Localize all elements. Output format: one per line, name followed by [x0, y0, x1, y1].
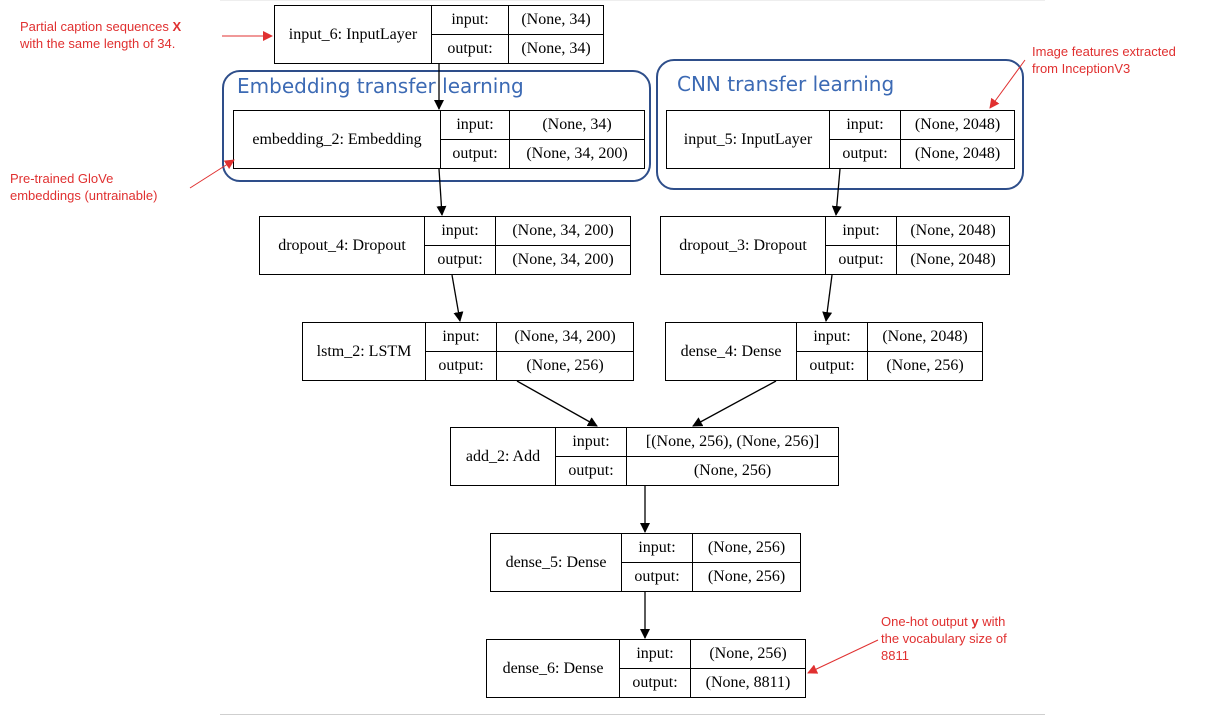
annotation-text: with — [978, 614, 1006, 629]
output-label: output: — [797, 352, 868, 380]
input-shape: (None, 34, 200) — [514, 328, 616, 345]
layer-name: dropout_4: Dropout — [260, 217, 425, 274]
edge-input5-dropout3 — [831, 168, 842, 216]
layer-node-input-5: input_5: InputLayer input: (None, 2048) o… — [666, 110, 1015, 169]
cnn-transfer-group — [656, 59, 1024, 190]
annotation-onehot-output: One-hot output y with the vocabulary siz… — [881, 613, 1007, 664]
output-shape: (None, 2048) — [914, 145, 1001, 162]
layer-name: input_5: InputLayer — [667, 111, 830, 168]
input-shape: (None, 2048) — [914, 116, 1001, 133]
input-label: input: — [426, 323, 497, 351]
layer-node-dropout-3: dropout_3: Dropout input: (None, 2048) ou… — [660, 216, 1010, 275]
layer-name: add_2: Add — [451, 428, 556, 485]
layer-node-dropout-4: dropout_4: Dropout input: (None, 34, 200)… — [259, 216, 631, 275]
input-label: input: — [622, 534, 693, 562]
input-label: input: — [441, 111, 510, 139]
annotation-caption-sequences: Partial caption sequences X with the sam… — [20, 18, 181, 52]
output-shape: (None, 34) — [521, 40, 591, 57]
input-label: input: — [826, 217, 897, 245]
annotation-text: One-hot output — [881, 614, 972, 629]
annotation-arrow-glove — [189, 159, 235, 189]
annotation-text: with the same length of 34. — [20, 36, 176, 51]
output-label: output: — [556, 457, 627, 485]
output-shape: (None, 256) — [693, 462, 772, 479]
annotation-arrow-image-features — [989, 59, 1026, 109]
layer-node-dense-6: dense_6: Dense input: (None, 256) output:… — [486, 639, 806, 698]
layer-name: input_6: InputLayer — [275, 6, 432, 63]
input-shape: [(None, 256), (None, 256)] — [645, 433, 820, 450]
annotation-text: from InceptionV3 — [1032, 61, 1131, 76]
layer-node-lstm-2: lstm_2: LSTM input: (None, 34, 200) outpu… — [302, 322, 634, 381]
annotation-text: Partial caption sequences — [20, 19, 173, 34]
output-shape: (None, 256) — [707, 568, 786, 585]
annotation-glove: Pre-trained GloVe embeddings (untrainabl… — [10, 170, 157, 204]
annotation-arrow-onehot — [807, 639, 879, 674]
edge-embedding2-dropout4 — [436, 168, 447, 216]
output-label: output: — [826, 246, 897, 274]
annotation-text: embeddings (untrainable) — [10, 188, 158, 203]
output-label: output: — [830, 140, 901, 168]
input-label: input: — [425, 217, 496, 245]
input-shape: (None, 2048) — [910, 222, 996, 239]
edge-dropout3-dense4 — [822, 274, 833, 322]
output-label: output: — [620, 669, 691, 697]
edge-dense4-add2 — [692, 380, 777, 427]
layer-node-add-2: add_2: Add input: [(None, 256), (None, 25… — [450, 427, 839, 486]
layer-node-embedding-2: embedding_2: Embedding input:(None, 34) … — [233, 110, 645, 169]
annotation-bold-y: y — [971, 614, 979, 629]
input-label: input: — [797, 323, 868, 351]
output-label: output: — [441, 140, 510, 168]
cnn-transfer-title: CNN transfer learning — [677, 72, 895, 96]
embedding-transfer-title: Embedding transfer learning — [237, 74, 524, 98]
input-shape: (None, 34, 200) — [512, 222, 614, 239]
output-shape: (None, 256) — [526, 357, 604, 374]
output-shape: (None, 34, 200) — [512, 251, 614, 268]
annotation-text: Pre-trained GloVe — [10, 171, 114, 186]
layer-node-dense-4: dense_4: Dense input: (None, 2048) output… — [665, 322, 983, 381]
layer-name: dense_4: Dense — [666, 323, 797, 380]
input-shape: (None, 256) — [709, 645, 787, 662]
layer-name: lstm_2: LSTM — [303, 323, 426, 380]
annotation-text: Image features extracted — [1032, 44, 1176, 59]
input-shape: (None, 2048) — [882, 328, 968, 345]
annotation-image-features: Image features extracted from InceptionV… — [1032, 43, 1176, 77]
input-label: input: — [432, 6, 509, 34]
layer-node-dense-5: dense_5: Dense input: (None, 256) output:… — [490, 533, 801, 592]
output-label: output: — [432, 35, 509, 63]
annotation-text: 8811 — [881, 648, 909, 663]
input-label: input: — [556, 428, 627, 456]
input-shape: (None, 34) — [542, 116, 612, 133]
output-label: output: — [622, 563, 693, 591]
output-label: output: — [425, 246, 496, 274]
annotation-bold-x: X — [172, 19, 182, 34]
layer-name: dense_6: Dense — [487, 640, 620, 697]
layer-node-input-6: input_6: InputLayer input: (None, 34) out… — [274, 5, 604, 64]
output-shape: (None, 256) — [886, 357, 964, 374]
input-shape: (None, 256) — [707, 539, 786, 556]
layer-name: dense_5: Dense — [491, 534, 622, 591]
output-shape: (None, 8811) — [705, 674, 791, 691]
edge-lstm2-add2 — [516, 380, 598, 427]
embedding-transfer-group — [222, 70, 651, 182]
layer-name: dropout_3: Dropout — [661, 217, 826, 274]
annotation-text: the vocabulary size of — [881, 631, 1007, 646]
input-label: input: — [830, 111, 901, 139]
layer-name: embedding_2: Embedding — [234, 111, 441, 168]
edge-dropout4-lstm2 — [451, 274, 464, 322]
output-label: output: — [426, 352, 497, 380]
input-label: input: — [620, 640, 691, 668]
top-divider — [220, 0, 1045, 1]
output-shape: (None, 2048) — [910, 251, 996, 268]
input-shape: (None, 34) — [521, 11, 591, 28]
output-shape: (None, 34, 200) — [526, 145, 628, 162]
